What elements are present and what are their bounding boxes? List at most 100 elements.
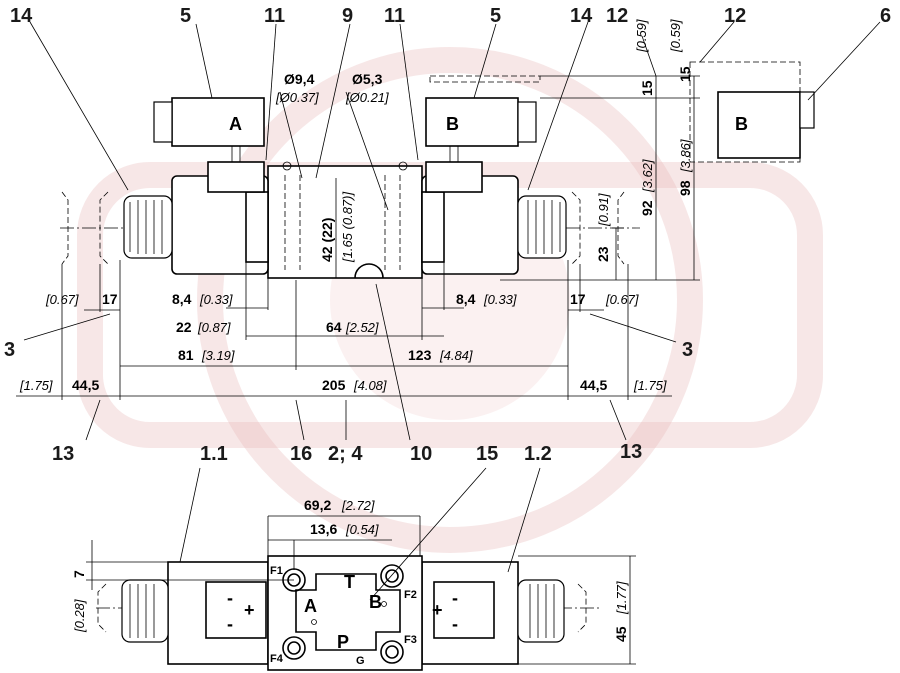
dim-123: 123 xyxy=(408,347,432,363)
dim-165: [1.65 (0.87)] xyxy=(340,192,355,263)
dim-17r: 17 xyxy=(570,291,586,307)
dim-028: [0.28] xyxy=(72,599,87,633)
mounting-holes xyxy=(282,564,404,664)
callout-11-right: 11 xyxy=(384,5,405,27)
dim-319: [3.19] xyxy=(201,348,235,363)
dim-15a: 15 xyxy=(639,80,655,96)
dim-445l: 44,5 xyxy=(72,377,99,393)
svg-text:-: - xyxy=(227,588,233,608)
callout-6: 6 xyxy=(880,5,891,27)
dim-15b: 15 xyxy=(677,66,693,82)
port-f3-label: F3 xyxy=(404,634,417,646)
callout-15: 15 xyxy=(476,443,498,465)
dim-42: 42 (22) xyxy=(319,218,335,262)
callout-10: 10 xyxy=(410,443,432,465)
dim-136: 13,6 xyxy=(310,521,337,537)
callout-5-left: 5 xyxy=(180,5,191,27)
nut-left xyxy=(245,191,269,263)
port-g-label: G xyxy=(356,655,365,667)
callout-13-left: 13 xyxy=(52,443,74,465)
dim-033l: [0.33] xyxy=(199,292,233,307)
dim-175r: [1.75] xyxy=(633,378,667,393)
dim-7: 7 xyxy=(71,570,87,578)
port-p-label: P xyxy=(337,632,349,652)
dimension-text: Ø9,4 [Ø0.37] Ø5,3 [Ø0.21] [0.59] [0.59] … xyxy=(19,19,693,642)
dim-23: 23 xyxy=(595,246,611,262)
front-view: A B B xyxy=(60,61,815,279)
svg-text:-: - xyxy=(452,588,458,608)
manual-override-left xyxy=(123,195,173,259)
dim-087: [0.87] xyxy=(197,320,231,335)
dim-033r: [0.33] xyxy=(483,292,517,307)
dim-362: [3.62] xyxy=(640,159,655,193)
callout-2-4: 2; 4 xyxy=(328,443,363,465)
plug-a-label: A xyxy=(229,114,242,134)
callout-13-right: 13 xyxy=(620,441,642,463)
side-plug-label: B xyxy=(735,114,748,134)
valve-body xyxy=(267,165,423,279)
port-t-label: T xyxy=(344,572,355,592)
dim-84l: 8,4 xyxy=(172,291,192,307)
svg-text:-: - xyxy=(227,614,233,634)
port-f2-label: F2 xyxy=(404,589,417,601)
callout-5-right: 5 xyxy=(490,5,501,27)
dim-17l: 17 xyxy=(102,291,118,307)
callout-1-1: 1.1 xyxy=(200,443,228,465)
svg-text:+: + xyxy=(244,600,255,620)
dim-bore-9-4: Ø9,4 xyxy=(284,71,315,87)
callout-1-2: 1.2 xyxy=(524,443,552,465)
bottom-dimension-lines xyxy=(86,467,636,665)
plug-a xyxy=(171,97,265,147)
callout-12-b: 12 xyxy=(724,5,746,27)
callout-3-right: 3 xyxy=(682,339,693,361)
side-plug xyxy=(717,91,801,159)
bottom-override-right xyxy=(517,579,565,643)
plug-a-screw xyxy=(153,101,173,143)
dim-177: [1.77] xyxy=(614,581,629,615)
bottom-plug-right xyxy=(433,581,495,639)
bottom-valve-body xyxy=(267,555,423,671)
dim-059a: [0.59] xyxy=(634,19,649,53)
dim-205: 205 xyxy=(322,377,346,393)
callout-3-left: 3 xyxy=(4,339,15,361)
callout-12-a: 12 xyxy=(606,5,628,27)
dim-252: [2.52] xyxy=(345,320,379,335)
bottom-override-left xyxy=(121,579,169,643)
dim-067r: [0.67] xyxy=(605,292,639,307)
port-f4-label: F4 xyxy=(270,653,284,665)
bottom-plug-left xyxy=(205,581,267,639)
callouts: 14 5 11 9 11 5 14 12 12 6 3 3 13 13 16 2… xyxy=(4,5,891,465)
port-f1-label: F1 xyxy=(270,565,283,577)
nut-right xyxy=(421,191,445,263)
dim-bore-9-4-in: [Ø0.37] xyxy=(275,90,319,105)
dim-45: 45 xyxy=(613,626,629,642)
connector-base-left xyxy=(207,161,265,193)
callout-11-left: 11 xyxy=(264,5,285,27)
dim-484: [4.84] xyxy=(439,348,473,363)
port-a-label: A xyxy=(304,596,317,616)
dim-22: 22 xyxy=(176,319,192,335)
dim-84r: 8,4 xyxy=(456,291,476,307)
port-b-label: B xyxy=(369,592,382,612)
dim-091: [0.91] xyxy=(596,193,611,227)
callout-16: 16 xyxy=(290,443,312,465)
plug-b-label: B xyxy=(446,114,459,134)
dim-175l: [1.75] xyxy=(19,378,53,393)
plug-b xyxy=(425,97,519,147)
manual-override-right xyxy=(517,195,567,259)
dim-054: [0.54] xyxy=(345,522,379,537)
dim-98: 98 xyxy=(677,180,693,196)
dimension-lines xyxy=(16,21,881,441)
callout-14-right: 14 xyxy=(570,5,593,27)
dim-81: 81 xyxy=(178,347,194,363)
dim-bore-5-3: Ø5,3 xyxy=(352,71,383,87)
callout-9: 9 xyxy=(342,5,353,27)
connector-base-right xyxy=(425,161,483,193)
svg-text:+: + xyxy=(432,600,443,620)
dim-272: [2.72] xyxy=(341,498,375,513)
dim-408: [4.08] xyxy=(353,378,387,393)
dim-445r: 44,5 xyxy=(580,377,607,393)
dim-bore-5-3-in: [Ø0.21] xyxy=(345,90,389,105)
